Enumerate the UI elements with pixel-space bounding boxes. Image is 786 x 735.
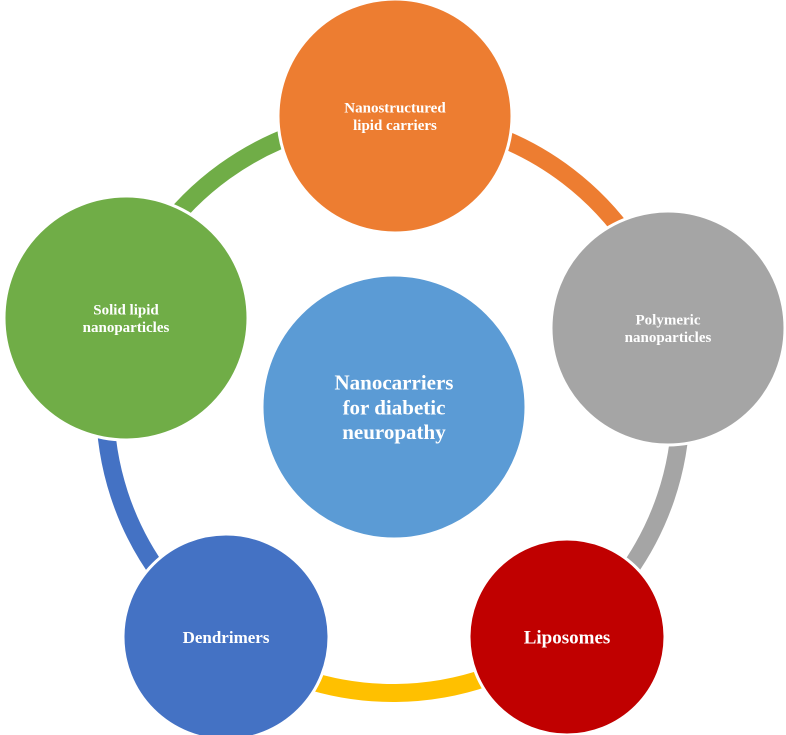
node-label-line: nanoparticles xyxy=(83,320,170,336)
node-label-line: Nanocarriers xyxy=(335,371,454,395)
node-label-line: Liposomes xyxy=(524,628,611,649)
node-label-line: lipid carriers xyxy=(353,118,437,134)
node-circle xyxy=(276,0,514,235)
node-polymeric-nanoparticles: Polymeric nanoparticles xyxy=(549,209,786,447)
node-label-line: for diabetic xyxy=(343,395,446,419)
node-label-line: Nanostructured xyxy=(344,100,446,116)
node-solid-lipid-nanoparticles: Solid lipid nanoparticles xyxy=(2,194,250,442)
node-dendrimers: Dendrimers xyxy=(121,532,331,735)
node-label-line: neuropathy xyxy=(342,420,446,444)
node-circle xyxy=(121,532,331,735)
center-node-circle xyxy=(260,273,528,541)
node-label-line: Dendrimers xyxy=(183,628,270,647)
node-label-line: Polymeric xyxy=(636,312,701,328)
node-label-line: nanoparticles xyxy=(625,330,712,346)
node-circle xyxy=(2,194,250,442)
node-nanostructured-lipid-carriers: Nanostructured lipid carriers xyxy=(276,0,514,235)
node-label-line: Solid lipid xyxy=(93,302,159,318)
node-circle xyxy=(549,209,786,447)
node-liposomes: Liposomes xyxy=(467,537,667,735)
node-circle xyxy=(467,537,667,735)
